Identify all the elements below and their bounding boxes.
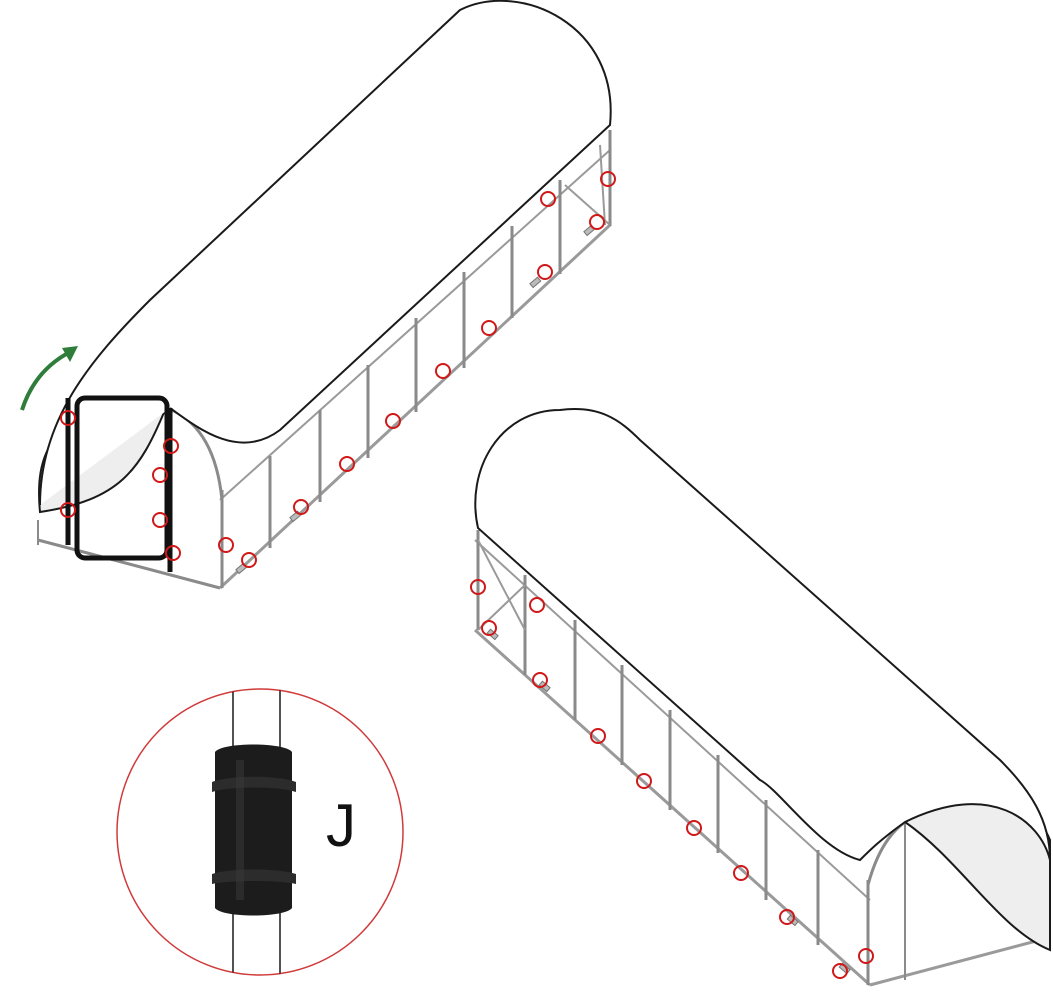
circle-marker-icon <box>470 579 486 595</box>
circle-marker-icon <box>385 413 401 429</box>
circle-marker-icon <box>590 728 606 744</box>
pipe-clip-icon <box>212 744 296 916</box>
circle-marker-icon <box>241 552 257 568</box>
circle-marker-icon <box>686 820 702 836</box>
circle-marker-icon <box>589 214 605 230</box>
front-roof-cover <box>39 0 612 506</box>
circle-marker-icon <box>779 909 795 925</box>
detail-callout: J <box>116 688 404 976</box>
circle-marker-icon <box>435 363 451 379</box>
rear-roof-cover <box>474 408 1051 862</box>
circle-marker-icon <box>60 502 76 518</box>
circle-marker-icon <box>339 456 355 472</box>
rear-side-base-rail <box>473 628 872 987</box>
circle-marker-icon <box>165 545 181 561</box>
circle-marker-icon <box>163 438 179 454</box>
tunnel-view-rear <box>470 408 1051 987</box>
clip-markers-front <box>60 171 616 568</box>
circle-marker-icon <box>537 264 553 280</box>
circle-marker-icon <box>60 410 76 426</box>
circle-marker-icon <box>481 620 497 636</box>
clip-markers-rear <box>470 579 874 979</box>
circle-marker-icon <box>218 537 234 553</box>
circle-marker-icon <box>858 948 874 964</box>
circle-marker-icon <box>152 467 168 483</box>
tunnel-view-front <box>20 0 616 590</box>
circle-marker-icon <box>293 499 309 515</box>
detail-label: J <box>326 792 356 859</box>
circle-marker-icon <box>540 191 556 207</box>
circle-marker-icon <box>529 597 545 613</box>
circle-marker-icon <box>481 320 497 336</box>
front-base-rail <box>37 538 221 590</box>
circle-marker-icon <box>600 171 616 187</box>
circle-marker-icon <box>733 865 749 881</box>
circle-marker-icon <box>532 672 548 688</box>
circle-marker-icon <box>152 512 168 528</box>
circle-marker-icon <box>636 773 652 789</box>
curved-arrow-icon <box>20 346 78 411</box>
circle-marker-icon <box>832 963 848 979</box>
